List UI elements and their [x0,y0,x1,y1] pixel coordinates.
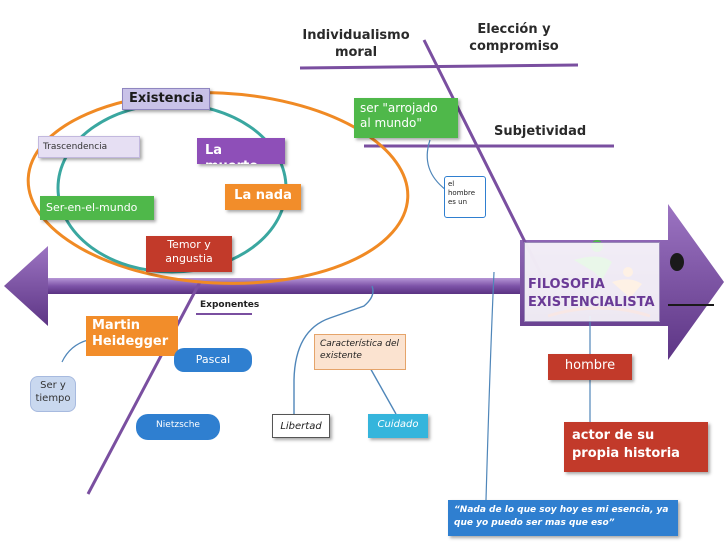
ser-en-el-mundo-box: Ser-en-el-mundo [40,196,154,220]
arrojado-box: ser "arrojado al mundo" [354,98,458,138]
bone-individualismo [299,63,579,70]
title-panel [524,242,660,322]
caracteristica-box: Característica del existente [314,334,406,370]
connector-ser-y-tiempo [61,339,89,363]
page-title: FILOSOFIA EXISTENCIALISTA [528,277,655,310]
la-muerte-box: La muerte. [197,138,285,164]
existencia-box: Existencia [122,88,210,110]
label-subjetividad: Subjetividad [494,124,587,139]
hombre-box: hombre [548,354,632,380]
heidegger-box: Martin Heidegger [86,316,178,356]
label-individualismo: Individualismo moral [302,28,410,60]
label-eleccion: Elección y compromiso [469,22,559,54]
fish-eye-icon [670,253,684,271]
la-nada-box: La nada [225,184,301,210]
spine [40,278,530,294]
nietzsche-box: Nietzsche [136,414,220,440]
temor-box: Temor y angustia [146,236,232,272]
bone-upper [422,39,547,283]
connector-existente [293,285,374,414]
cuidado-box: Cuidado [368,414,428,438]
label-exponentes: Exponentes [200,300,260,310]
pascal-box: Pascal [174,348,252,372]
orange-ellipse [26,91,410,285]
el-hombre-box: el hombre es un [444,176,486,218]
bone-lower-left [86,281,202,495]
quote-box: “Nada de lo que soy hoy es mi esencia, y… [448,500,678,536]
ser-y-tiempo-box: Ser y tiempo [30,376,76,412]
connector-arrojado [426,139,447,191]
actor-box: actor de su propia historia [564,422,708,472]
tail-arrow [4,246,48,326]
trascendencia-box: Trascendencia [38,136,140,158]
libertad-box: Libertad [272,414,330,438]
connector-quote [485,271,495,501]
